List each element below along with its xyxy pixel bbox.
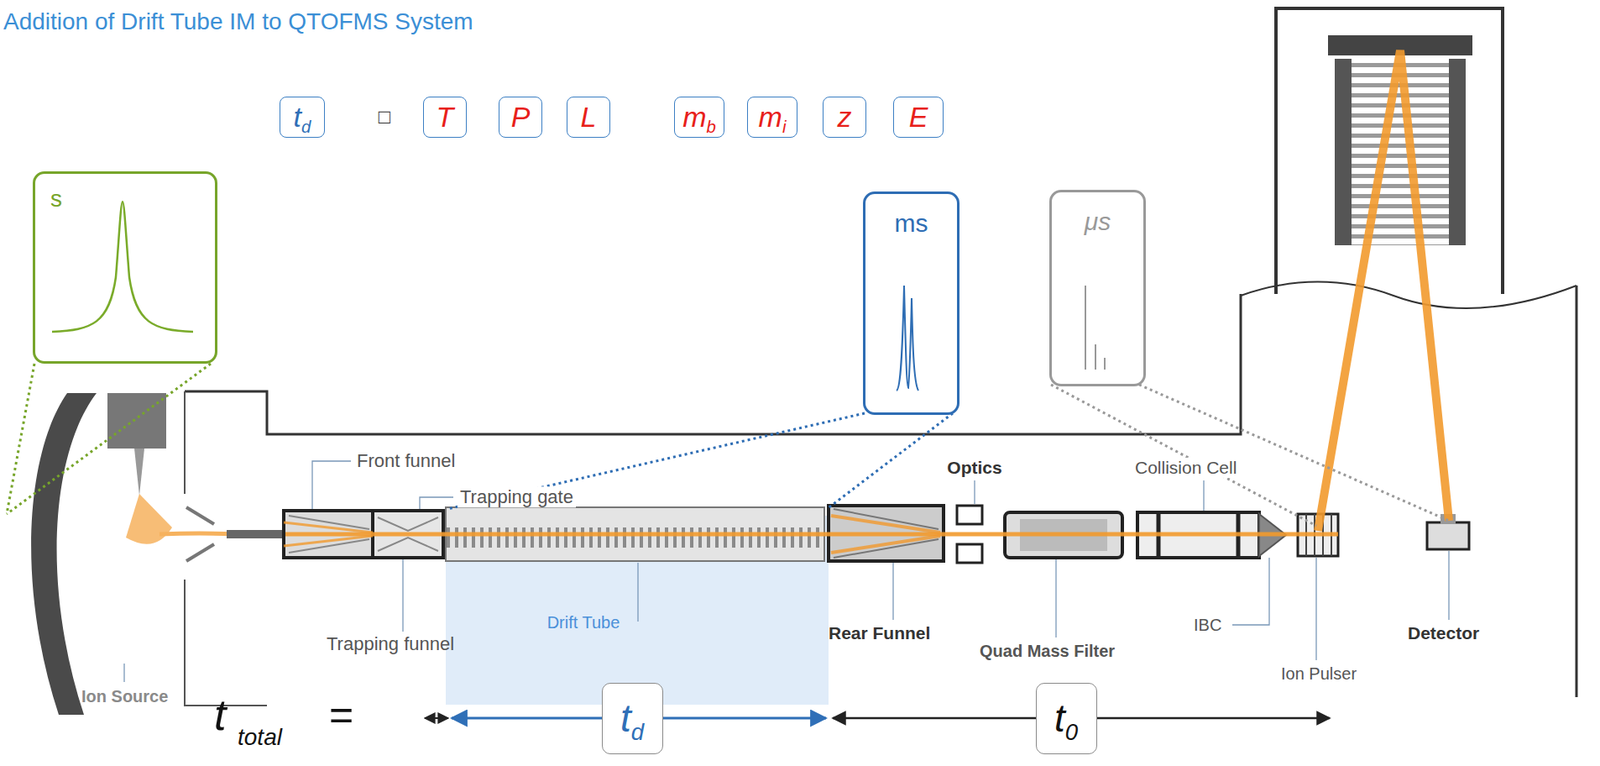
formula-variable-box: T: [423, 96, 467, 138]
variable-text: m: [758, 100, 783, 133]
reflectron-side: [1448, 58, 1466, 246]
tof-chamber-lower: [1575, 285, 1579, 697]
part-name: Detector: [1407, 622, 1480, 644]
tof-chamber-upper: [1275, 8, 1503, 294]
part-name: Front funnel: [356, 449, 455, 471]
variable-text: t: [293, 100, 302, 133]
capillary: [226, 529, 286, 539]
variable-text: s: [50, 185, 63, 212]
break-line: [1240, 282, 1577, 309]
text-group: t0: [1054, 695, 1078, 741]
subscript: d: [631, 718, 644, 745]
text-group: mb: [682, 100, 717, 134]
part-name: Quad Mass Filter: [979, 641, 1115, 661]
equation-symbol: =: [329, 690, 354, 740]
variable-text: m: [682, 100, 706, 133]
ion-beam: [285, 532, 1339, 537]
proportional-symbol: □: [378, 104, 392, 129]
variable-text: P: [511, 100, 531, 133]
spray-plume: [125, 493, 173, 544]
part-name: Ion Pulser: [1281, 664, 1357, 684]
text-group: E: [909, 100, 929, 134]
time-box: td: [601, 682, 664, 754]
timescale-callout: s: [32, 171, 218, 364]
variable-text: t: [1054, 695, 1066, 740]
detector: [1427, 522, 1470, 550]
subscript: b: [705, 117, 716, 136]
part-name: IBC: [1193, 615, 1222, 635]
diagram-title: Addition of Drift Tube IM to QTOFMS Syst…: [3, 8, 474, 36]
text-group: μs: [1051, 192, 1144, 236]
variable-text: t: [620, 695, 632, 740]
callout-leaders: [6, 363, 1449, 526]
timescale-callout: ms: [862, 191, 960, 415]
formula-variable-box: mi: [747, 96, 798, 138]
part-name: Rear Funnel: [828, 622, 931, 644]
spray-beam: [159, 533, 236, 534]
source-housing: [184, 391, 267, 706]
part-name: Optics: [946, 457, 1002, 478]
formula-variable-box: E: [893, 96, 944, 138]
variable-text: μs: [1084, 207, 1111, 236]
formula-variable-box: td: [279, 96, 325, 138]
subscript: d: [301, 117, 311, 136]
gap-arrow: [424, 716, 449, 719]
variable-text: z: [837, 100, 853, 133]
reflectron-side: [1334, 58, 1352, 246]
text-group: s: [35, 173, 215, 225]
subscript: 0: [1065, 718, 1078, 745]
part-name: Trapping gate: [457, 486, 576, 508]
optics: [956, 505, 983, 524]
text-group: T: [436, 100, 455, 134]
equation-subscript: total: [237, 723, 283, 751]
source-block: [107, 392, 167, 449]
drift-peaks: [896, 285, 919, 391]
source-shield: [31, 392, 97, 715]
text-group: mi: [758, 100, 787, 134]
tof-flight-path: [1317, 50, 1449, 531]
subscript: i: [782, 117, 787, 136]
text-group: z: [837, 100, 853, 134]
part-name: Trapping funnel: [326, 632, 455, 654]
part-name: Collision Cell: [1132, 457, 1240, 478]
formula-variable-box: L: [566, 96, 611, 138]
variable-text: E: [909, 100, 929, 133]
formula-variable-box: mb: [674, 96, 725, 138]
formula-variable-box: z: [822, 96, 867, 138]
text-group: L: [580, 100, 597, 134]
equation-symbol: t: [214, 690, 226, 741]
timescale-callout: μs: [1049, 189, 1146, 387]
time-box: t0: [1035, 682, 1098, 754]
variable-text: T: [436, 100, 455, 133]
mass-spectrum: [1085, 285, 1105, 370]
optics: [956, 543, 983, 563]
formula-variable-box: P: [498, 96, 543, 138]
chromatographic-peak: [52, 201, 194, 332]
text-group: td: [620, 695, 644, 741]
part-name: Drift Tube: [547, 612, 621, 633]
inlet: [186, 507, 215, 561]
text-group: td: [293, 100, 312, 134]
text-group: P: [511, 100, 531, 134]
text-group: ms: [865, 193, 957, 238]
variable-text: ms: [894, 209, 929, 237]
spray-needle: [134, 448, 145, 496]
variable-text: L: [580, 100, 597, 133]
leader-lines: [124, 460, 1449, 682]
part-name: Ion Source: [81, 686, 168, 706]
